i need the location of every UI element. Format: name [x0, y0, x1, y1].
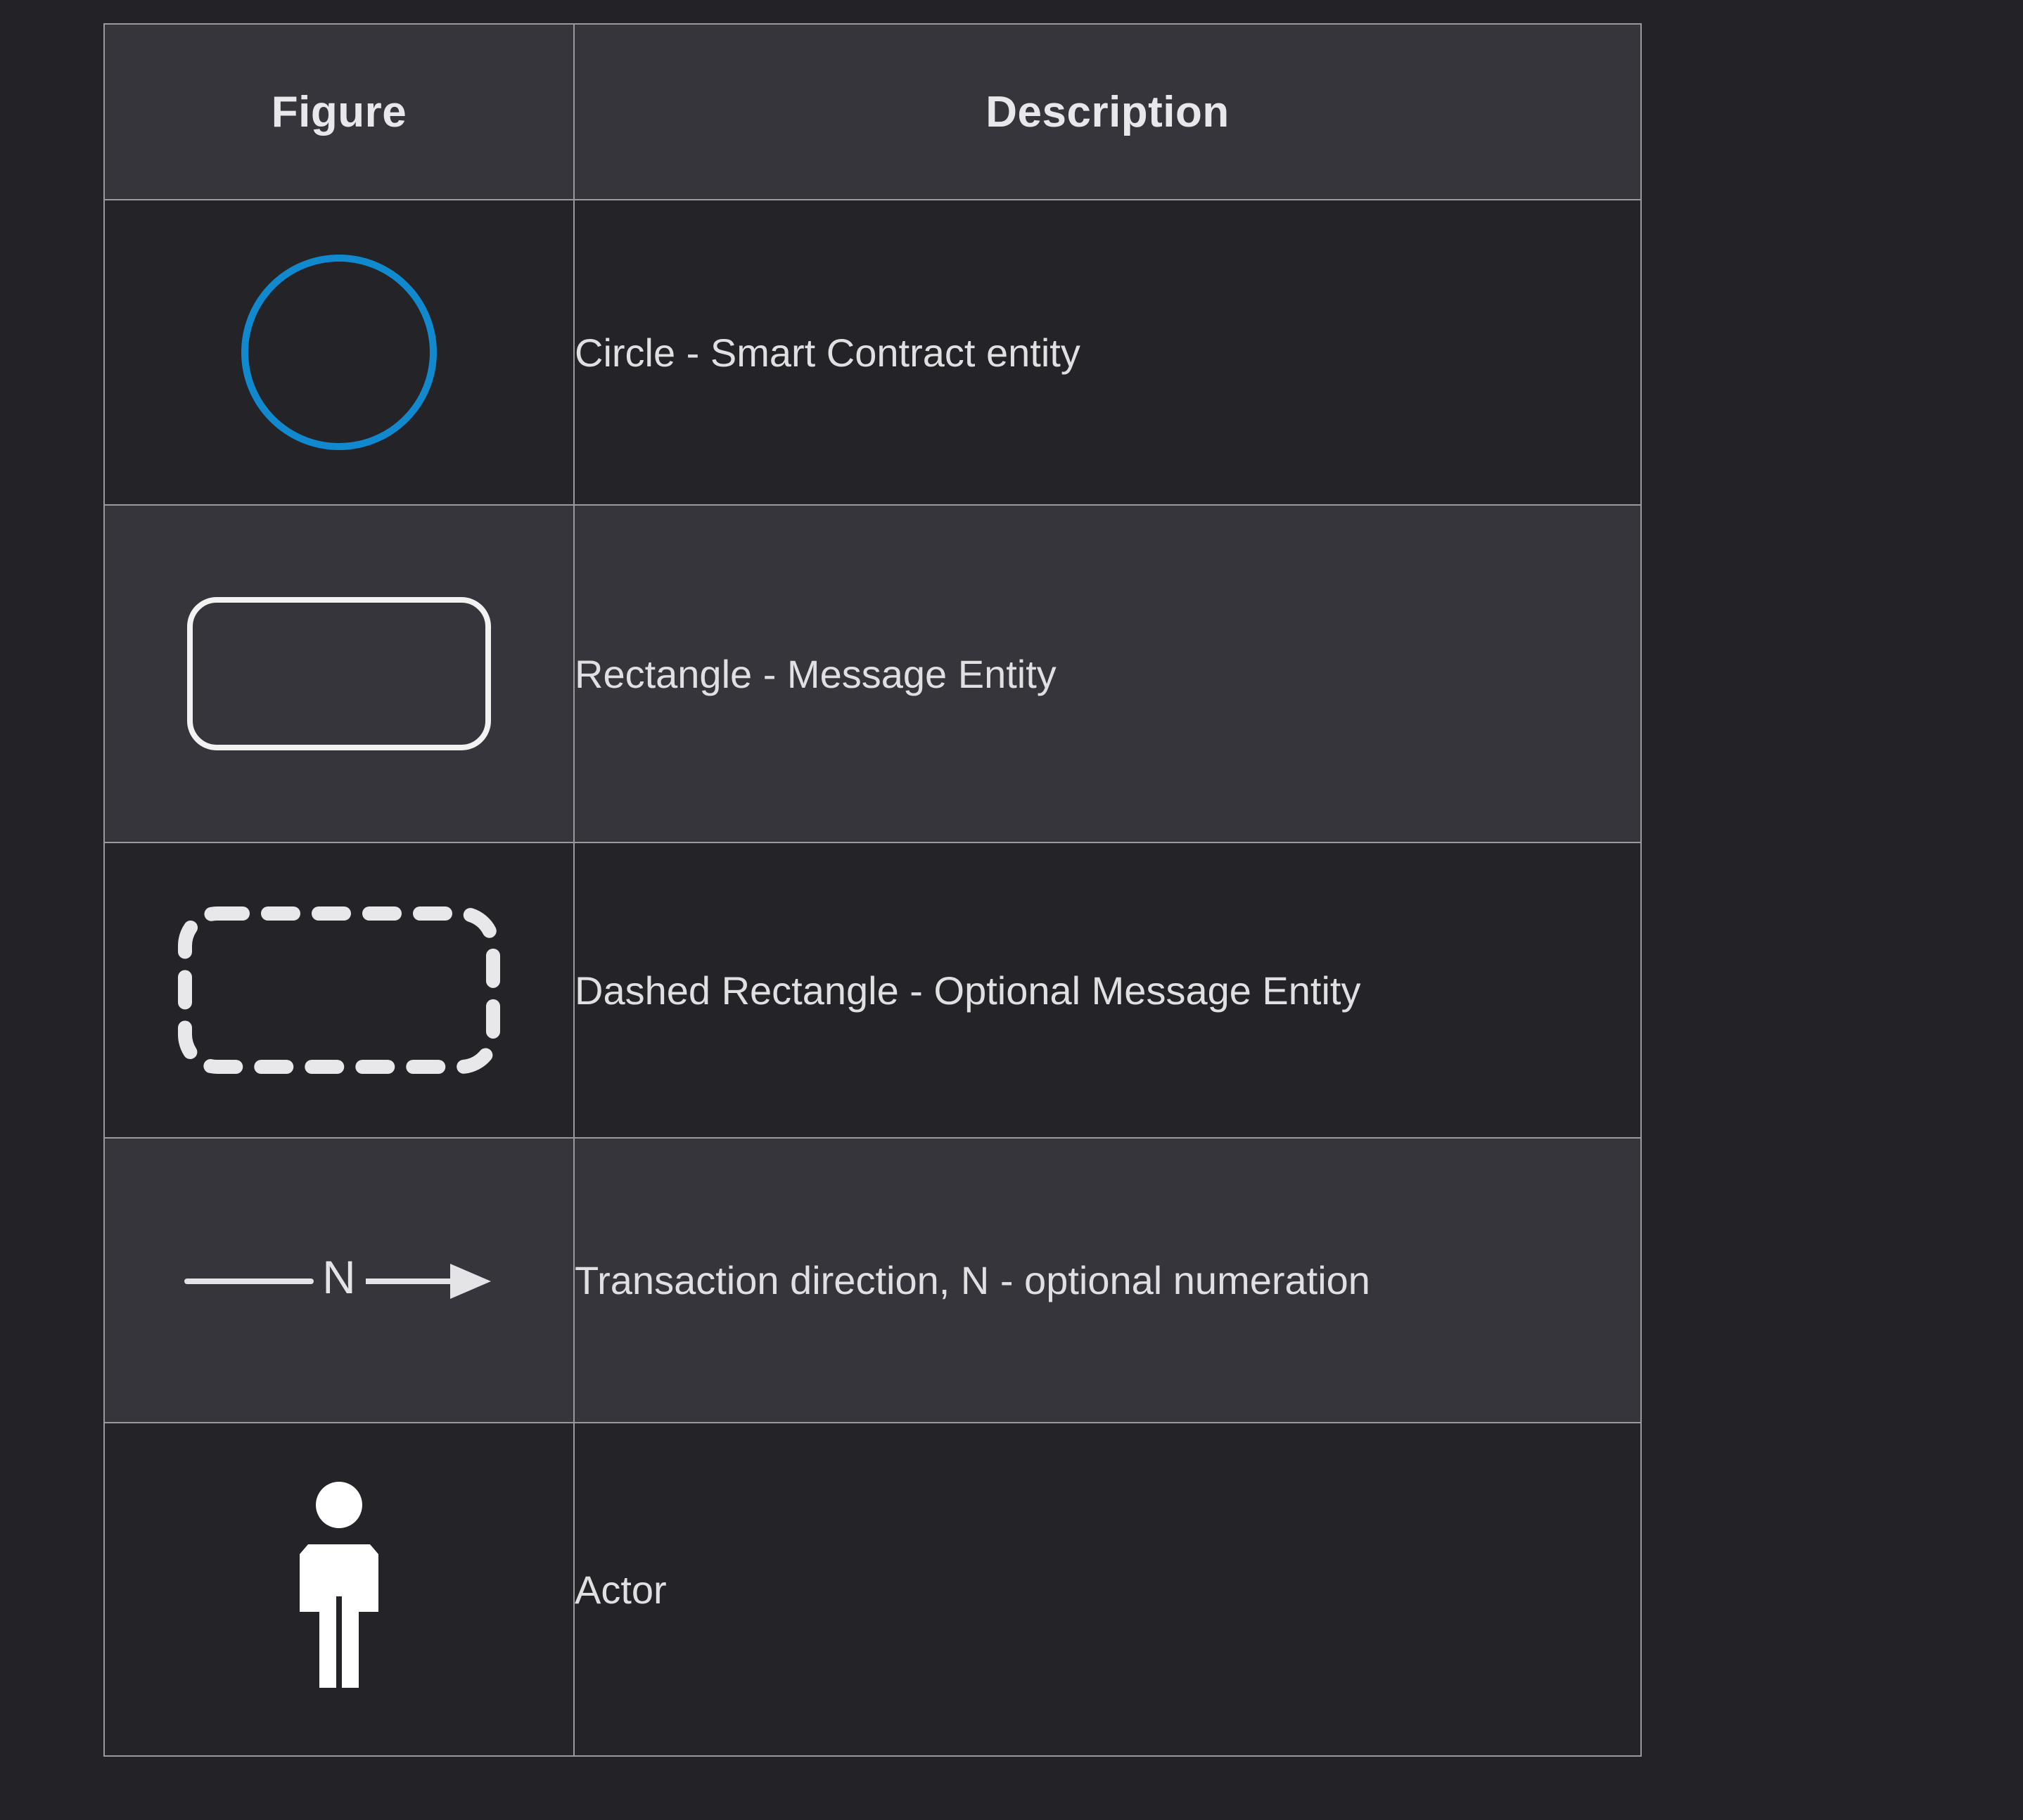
description-cell-arrow: Transaction direction, N - optional nume…	[573, 1137, 1642, 1423]
description-cell-circle: Circle - Smart Contract entity	[573, 199, 1642, 506]
figure-cell-circle	[103, 199, 575, 506]
table-row: N Transaction direction, N - optional nu…	[103, 1137, 1642, 1423]
table-row: Rectangle - Message Entity	[103, 504, 1642, 843]
actor-head-icon	[316, 1482, 362, 1528]
legend-table: Figure Description Circle - Smart Contra…	[103, 23, 1642, 1757]
dashed-rectangle-svg	[178, 906, 500, 1074]
arrow-numeration-label: N	[322, 1251, 356, 1303]
arrowhead-icon	[450, 1263, 491, 1299]
table-row: Dashed Rectangle - Optional Message Enti…	[103, 842, 1642, 1139]
circle-shape-icon	[105, 255, 573, 450]
actor-person-svg	[300, 1482, 378, 1688]
figure-cell-dashed-rectangle	[103, 842, 575, 1139]
description-cell-dashed-rectangle: Dashed Rectangle - Optional Message Enti…	[573, 842, 1642, 1139]
column-header-figure: Figure	[103, 23, 575, 200]
dashed-rounded-rectangle-shape-icon	[105, 906, 573, 1075]
table-row: Circle - Smart Contract entity	[103, 199, 1642, 506]
table-row: Actor	[103, 1422, 1642, 1757]
figure-cell-actor	[103, 1422, 575, 1757]
column-header-description: Description	[573, 23, 1642, 200]
actor-body-icon	[300, 1544, 378, 1688]
arrow-with-label-icon: N	[105, 1238, 573, 1323]
description-cell-actor: Actor	[573, 1422, 1642, 1757]
actor-person-icon	[105, 1477, 573, 1702]
transaction-arrow-svg: N	[184, 1251, 491, 1303]
figure-cell-rectangle	[103, 504, 575, 843]
figure-cell-arrow: N	[103, 1137, 575, 1423]
table-header-row: Figure Description	[103, 23, 1642, 200]
description-cell-rectangle: Rectangle - Message Entity	[573, 504, 1642, 843]
rounded-rectangle-shape-icon	[105, 597, 573, 750]
